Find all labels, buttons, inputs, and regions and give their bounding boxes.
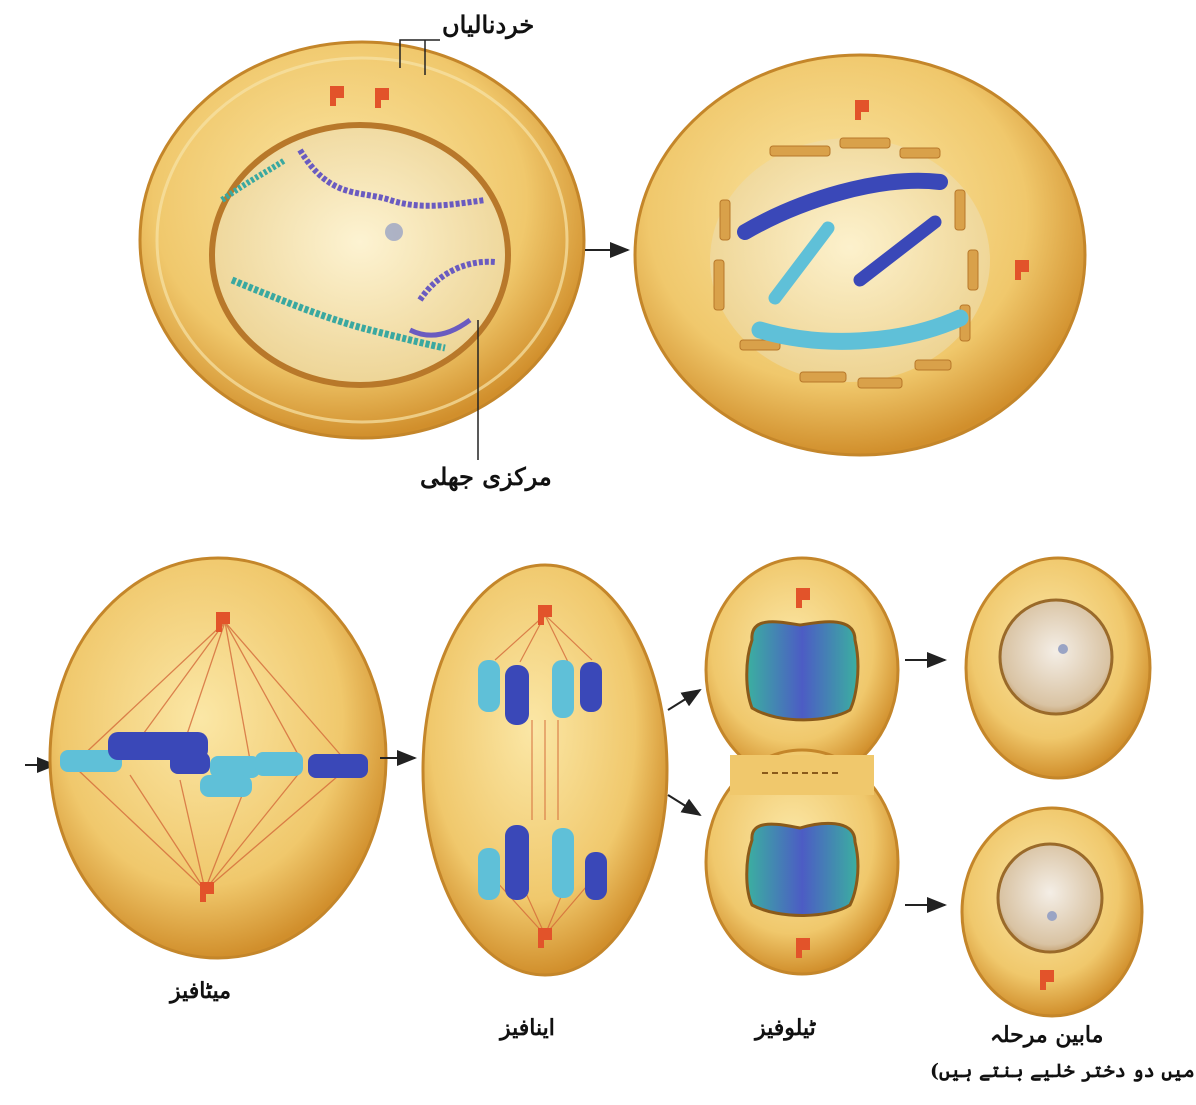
label-anaphase: اینافیز [500, 1015, 555, 1041]
label-microtubules: خردنالیاں [442, 10, 534, 39]
telophase-nucleus-top [747, 622, 858, 720]
prophase-cell [140, 42, 584, 438]
metaphase-cell [50, 558, 386, 958]
prometaphase-cell [635, 55, 1085, 455]
label-nuclear-membrane: مرکزی جھلی [420, 462, 552, 491]
daughter-cell-top [966, 558, 1150, 778]
telophase-cell [706, 558, 898, 974]
arrow-anaphase-to-telophase-bottom [668, 795, 700, 815]
label-interphase: مابین مرحلہ [990, 1022, 1103, 1048]
telophase-nucleus-bottom [747, 823, 858, 915]
arrow-anaphase-to-telophase-top [668, 690, 700, 710]
nucleolus [1047, 911, 1057, 921]
anaphase-cell [423, 565, 667, 975]
label-metaphase: میٹافیز [170, 978, 231, 1004]
label-telophase: ٹیلوفیز [755, 1015, 816, 1041]
label-interphase-note: (جس میں دو دختر خلیے بنتے ہیں) [930, 1060, 1196, 1082]
daughter-cell-bottom [962, 808, 1142, 1016]
nucleolus [385, 223, 403, 241]
prophase-nucleus [212, 125, 508, 385]
nucleolus [1058, 644, 1068, 654]
